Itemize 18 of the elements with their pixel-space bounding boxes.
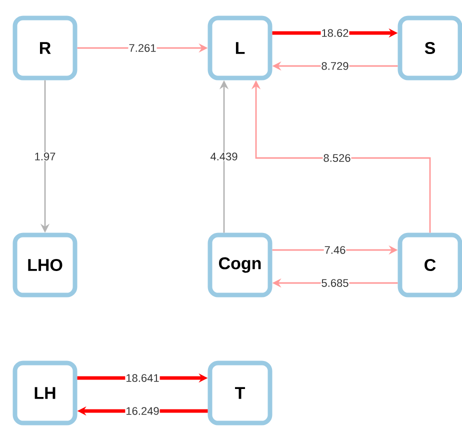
node-box: C — [398, 232, 462, 298]
edge-label: 16.249 — [125, 406, 160, 416]
edge-label: 7.261 — [128, 44, 157, 52]
node-box: R — [12, 16, 78, 80]
node-box: LH — [12, 360, 78, 426]
edge-label: 7.46 — [324, 246, 346, 254]
edge-label: 5.685 — [320, 278, 350, 288]
edge-label: 18.641 — [125, 374, 160, 382]
node-box: T — [208, 360, 272, 426]
node-box: LHO — [12, 232, 78, 298]
node-box: Cogn — [208, 232, 272, 298]
edge-label: 8.729 — [320, 62, 350, 70]
node-box: L — [208, 16, 272, 80]
edge-label: 8.526 — [322, 154, 352, 162]
edge-label: 4.439 — [210, 152, 238, 161]
edge-label: 18.62 — [320, 28, 350, 38]
node-box: S — [398, 16, 462, 80]
edge-label: 1.97 — [34, 152, 56, 161]
